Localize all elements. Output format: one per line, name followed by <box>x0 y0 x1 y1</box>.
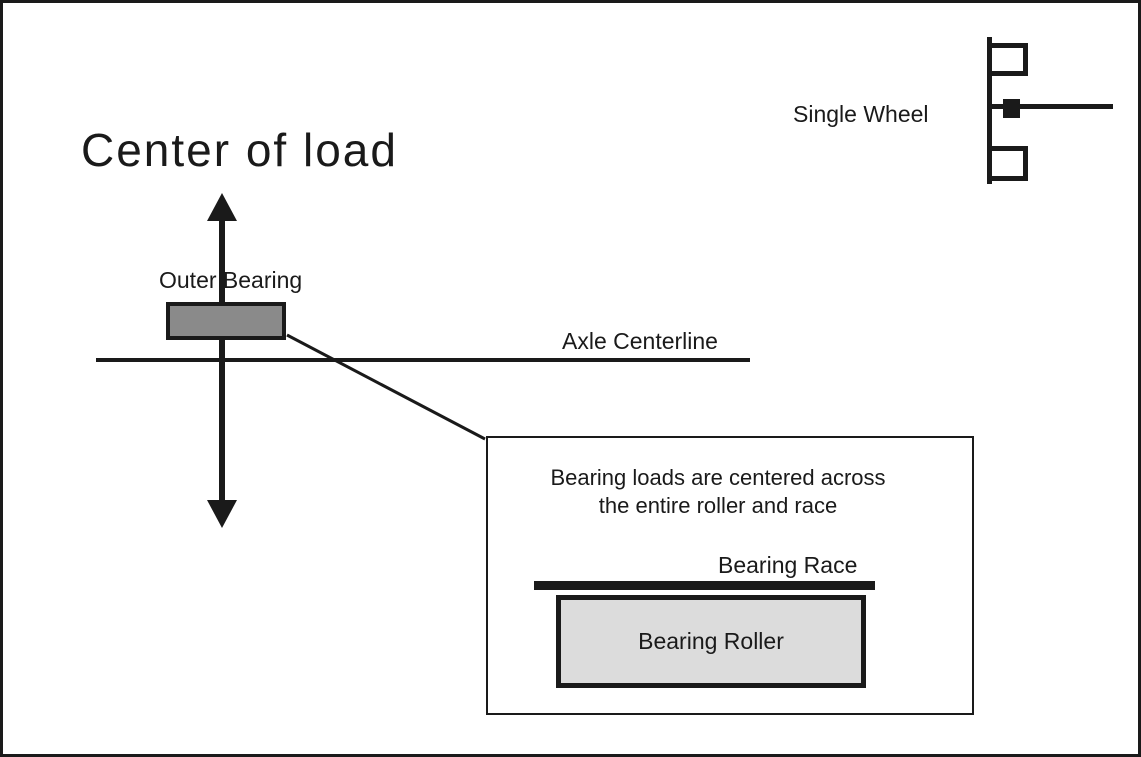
callout-caption-line2: the entire roller and race <box>598 493 838 518</box>
load-arrow-down-icon <box>207 500 237 528</box>
wheel-axle-line <box>991 104 1113 109</box>
wheel-hub-square <box>1003 99 1020 118</box>
bearing-race-label: Bearing Race <box>718 552 858 578</box>
callout-caption: Bearing loads are centered across the en… <box>503 464 933 520</box>
outer-bearing-label: Outer Bearing <box>159 267 303 293</box>
bearing-race-bar <box>534 581 875 590</box>
wheel-top-bearing-square <box>987 43 1028 76</box>
axle-centerline-label: Axle Centerline <box>562 328 718 354</box>
load-arrow-up-icon <box>207 193 237 221</box>
callout-caption-line1: Bearing loads are centered across <box>550 465 886 490</box>
diagram-title: Center of load <box>81 124 398 176</box>
single-wheel-icon <box>987 37 992 184</box>
outer-bearing-rect <box>166 302 286 340</box>
bearing-roller-label: Bearing Roller <box>638 628 784 654</box>
bearing-roller-rect: Bearing Roller <box>556 595 866 688</box>
axle-centerline-line <box>96 358 750 362</box>
single-wheel-label: Single Wheel <box>793 101 929 127</box>
wheel-bottom-bearing-square <box>987 146 1028 181</box>
